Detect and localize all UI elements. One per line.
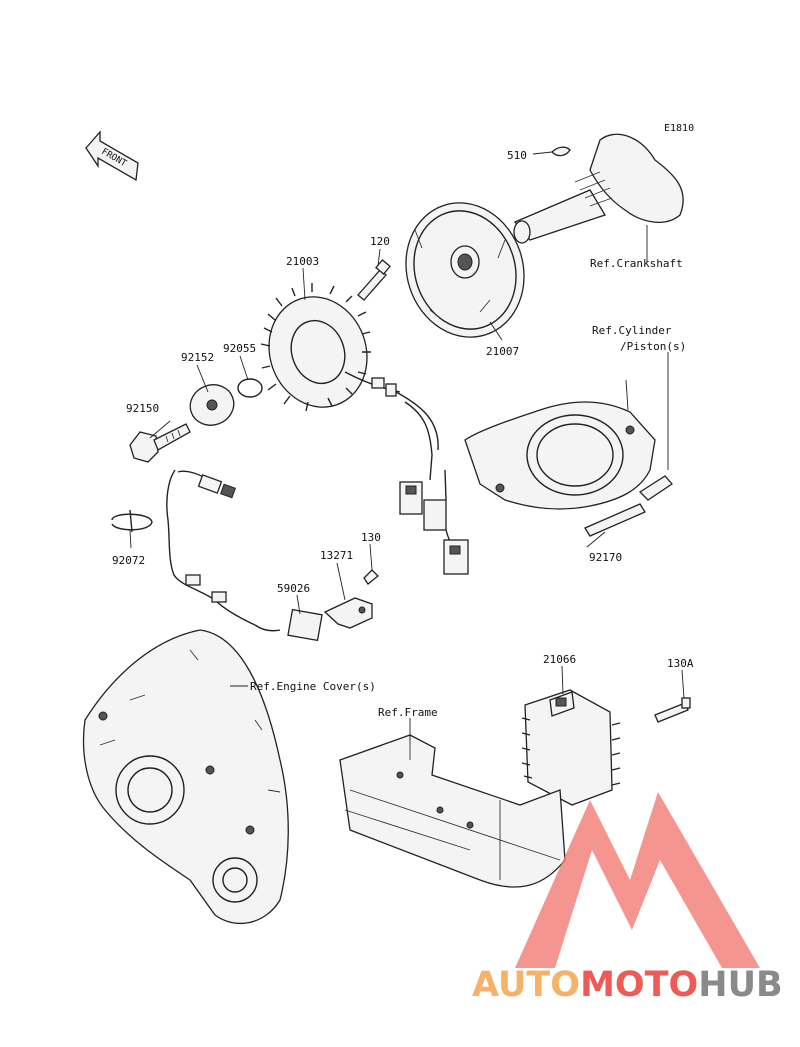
ref-cylinder-line1: Ref.Cylinder [592, 324, 672, 337]
part-label-21003: 21003 [286, 255, 319, 268]
part-label-92170: 92170 [589, 551, 622, 564]
part-label-21066: 21066 [543, 653, 576, 666]
watermark-logo-icon [515, 792, 760, 968]
sensor-bracket-icon [287, 569, 379, 642]
part-label-13271: 13271 [320, 549, 353, 562]
part-label-130: 130 [361, 531, 381, 544]
bolt-120-icon [357, 259, 391, 301]
part-label-92072: 92072 [112, 554, 145, 567]
stator-connectors-icon [399, 454, 469, 575]
crankshaft-icon [513, 133, 684, 244]
plate-icon [189, 384, 235, 426]
bolt-92150-icon [129, 423, 191, 463]
cylinder-icon [464, 401, 673, 537]
pickup-harness-icon [166, 469, 281, 632]
frame-icon [339, 734, 566, 888]
ref-frame: Ref.Frame [378, 706, 438, 719]
part-label-92055: 92055 [223, 342, 256, 355]
part-label-120: 120 [370, 235, 390, 248]
watermark-text: AUTOMOTOHUB [472, 965, 783, 1005]
clamp-icon [111, 509, 153, 533]
o-ring-icon [237, 378, 263, 398]
watermark-part3: HUB [698, 965, 782, 1005]
part-label-21007: 21007 [486, 345, 519, 358]
stator-icon [260, 283, 439, 456]
part-label-510: 510 [507, 149, 527, 162]
watermark-part1: AUTO [472, 965, 580, 1005]
leader-lines [129, 151, 685, 740]
engine-cover-icon [82, 629, 289, 925]
ref-crankshaft: Ref.Crankshaft [590, 257, 683, 270]
part-label-130A: 130A [667, 657, 694, 670]
diagram-code: E1810 [664, 123, 694, 134]
watermark-part2: MOTO [580, 965, 698, 1005]
part-label-92152: 92152 [181, 351, 214, 364]
part-label-59026: 59026 [277, 582, 310, 595]
rotor-icon [405, 202, 525, 338]
regulator-icon [521, 689, 691, 806]
part-label-92150: 92150 [126, 402, 159, 415]
front-arrow-icon: FRONT [85, 130, 139, 182]
ref-cylinder-line2: /Piston(s) [620, 340, 686, 353]
ref-engine-cover: Ref.Engine Cover(s) [250, 680, 376, 693]
